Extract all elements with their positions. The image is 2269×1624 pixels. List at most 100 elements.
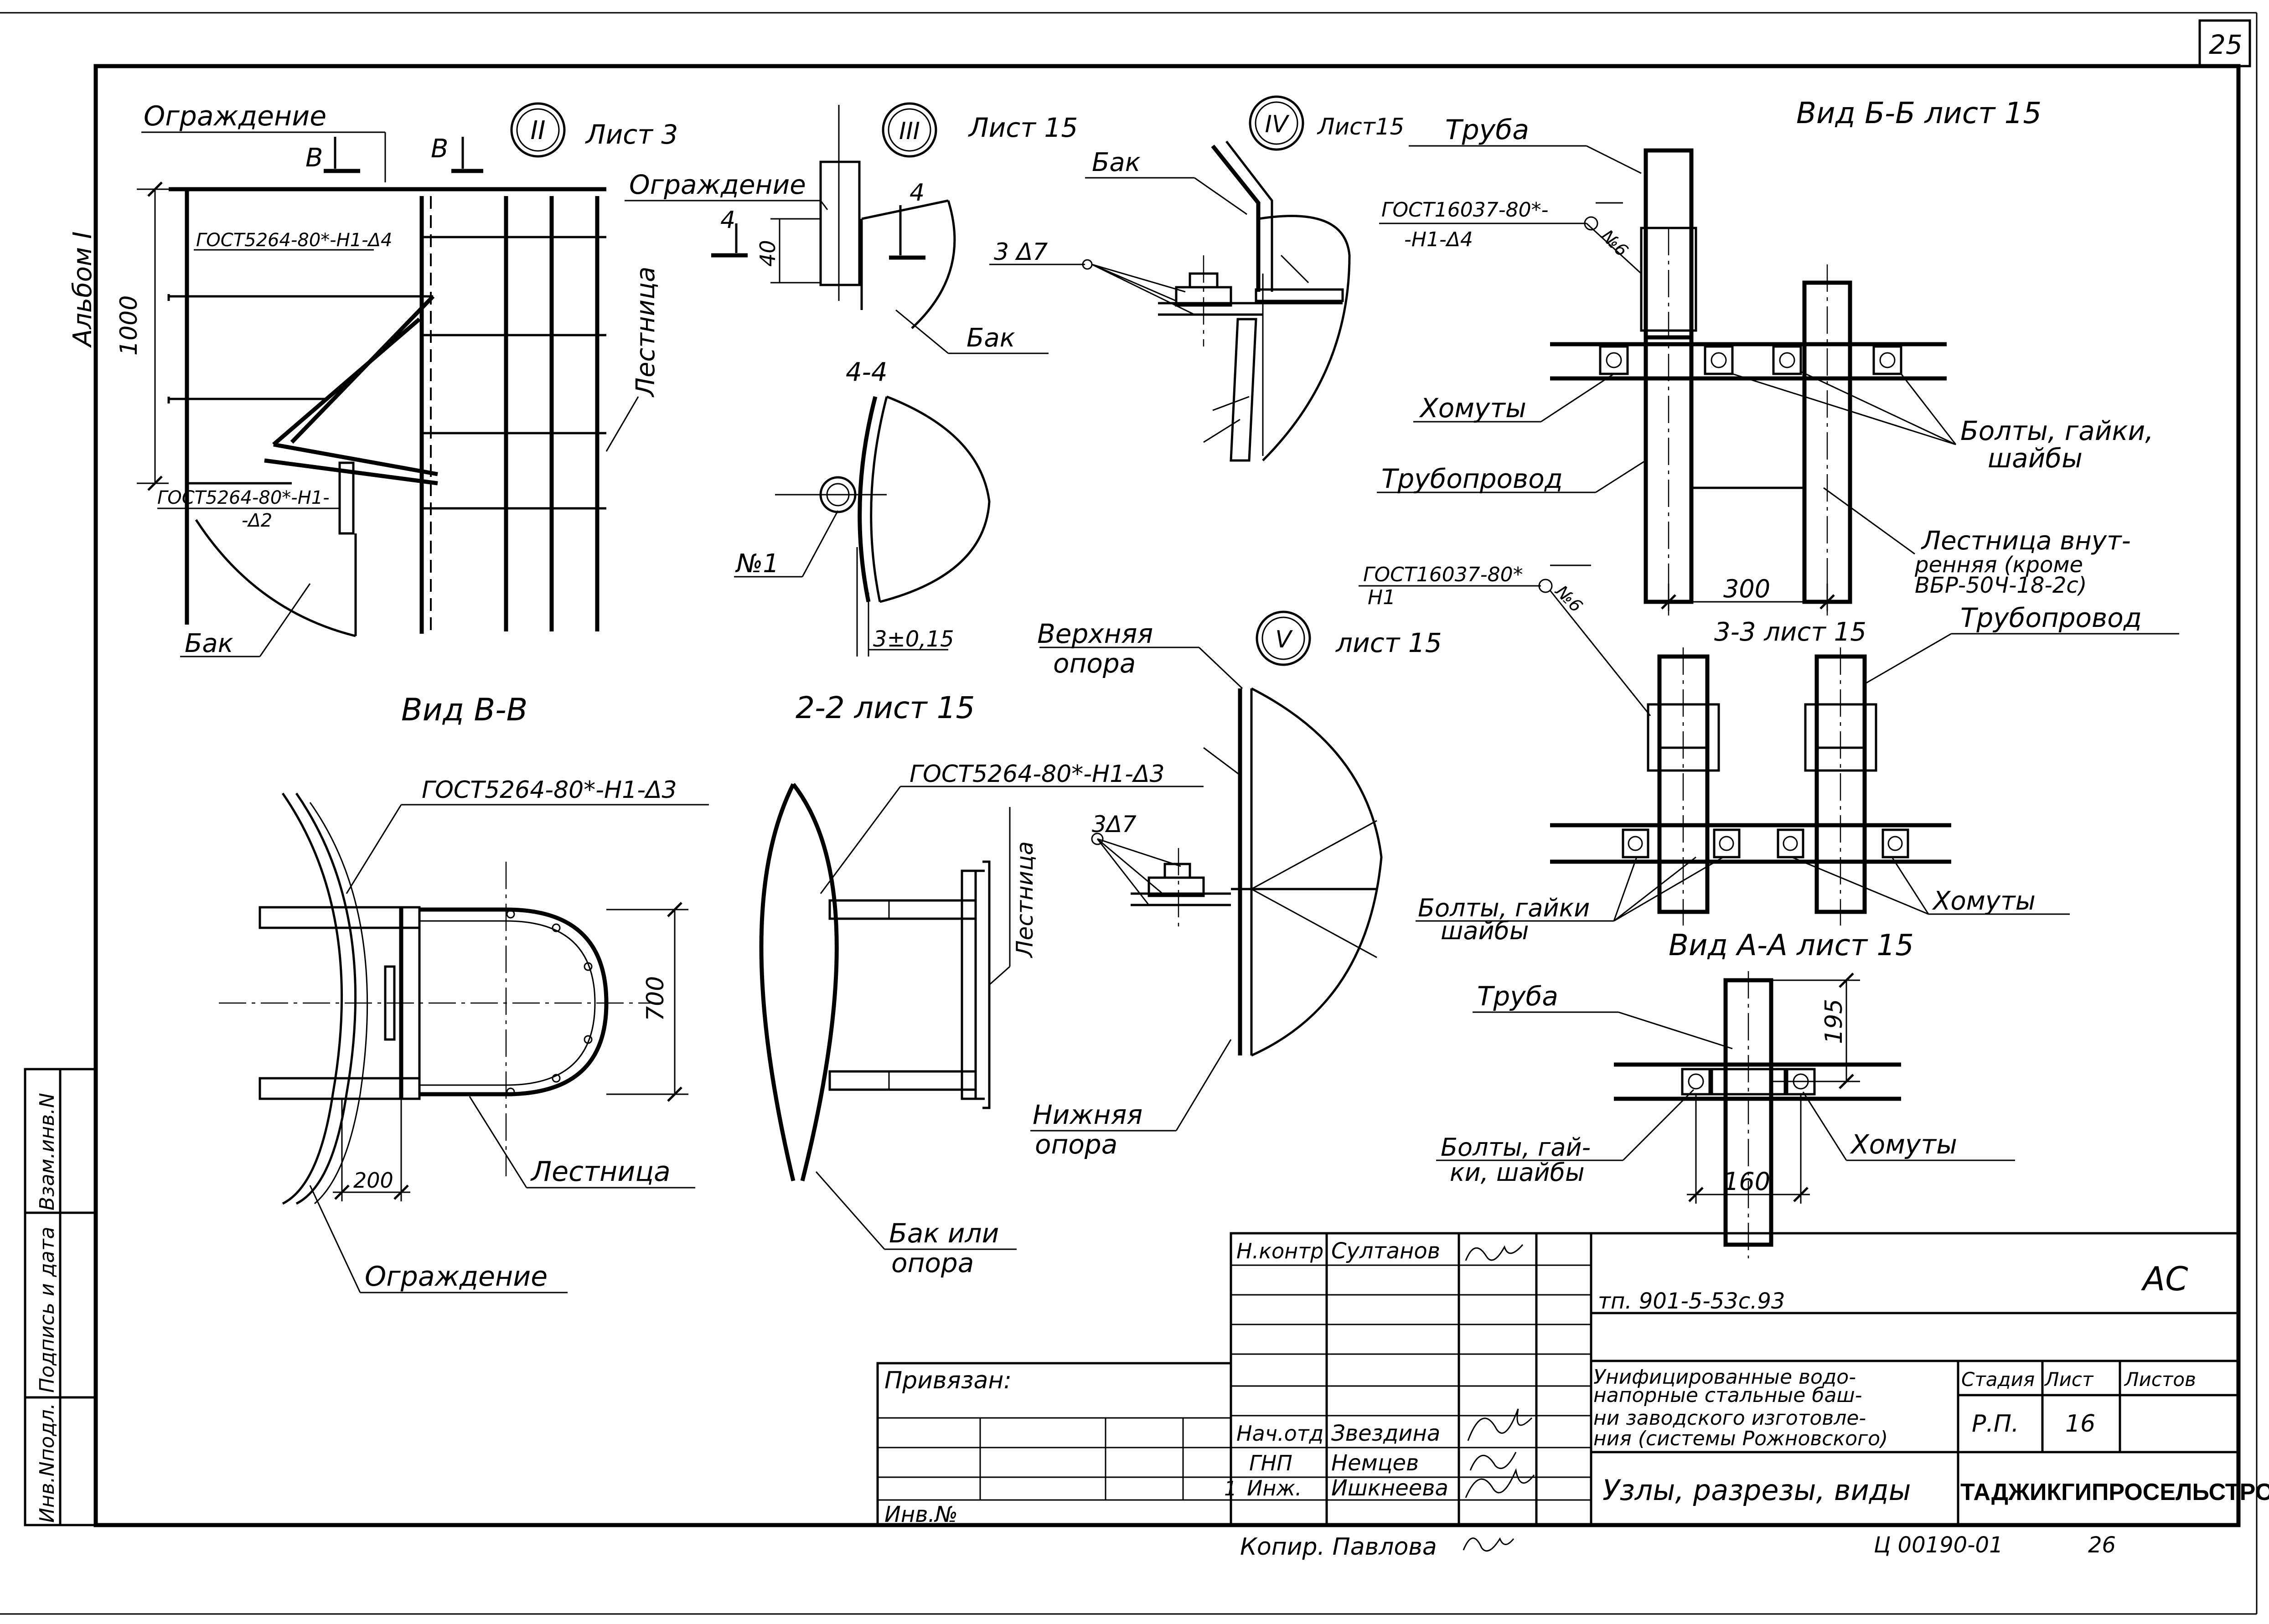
view-bb-dim-300: 300 — [1723, 574, 1770, 603]
section-mark-4-left: 4 — [720, 207, 735, 234]
view-vv-label-ograzhdenie: Ограждение — [365, 1261, 548, 1293]
tb-project-title-3: ни заводского изготовле- — [1593, 1407, 1866, 1430]
node-iv-label-bak: Бак — [1092, 148, 1141, 177]
view-bb-gost-1b: -Н1-Δ4 — [1404, 228, 1473, 251]
view-bb-label-lestnica-2: ренняя (кроме — [1914, 552, 2083, 578]
stamp-inv-podl: Инв.Nподл. — [36, 1403, 59, 1523]
tb-name-ishkneeva: Ишкнеева — [1331, 1475, 1448, 1501]
album-label: Альбом I — [68, 232, 98, 348]
view-bb-gost-1a: ГОСТ16037-80*- — [1381, 198, 1548, 222]
tb-privyazan: Привязан: — [884, 1367, 1012, 1394]
view-bb-drawing: Вид Б-Б лист 15 Труба ГОСТ16037-80*- -Н1… — [1359, 97, 2154, 716]
inner-border — [93, 64, 2241, 1527]
page-number-box — [2198, 19, 2251, 67]
page-number: 25 — [2209, 29, 2243, 60]
tb-inv-no: Инв.№ — [884, 1502, 958, 1527]
title-view-bb: Вид Б-Б лист 15 — [1796, 97, 2042, 130]
view-22-gost: ГОСТ5264-80*-Н1-Δ3 — [910, 760, 1165, 788]
view-bb-gost-2b: Н1 — [1368, 586, 1396, 609]
node-v-callout-circle — [1256, 610, 1311, 666]
dim-gap-3: 3±0,15 — [873, 626, 954, 652]
view-bb-label-shayby: шайбы — [1988, 443, 2083, 474]
node-iii-callout-circle — [882, 102, 937, 158]
signature-sultanov — [1465, 1244, 1524, 1261]
signature-pavlova — [1463, 1537, 1514, 1552]
title-view-33: 3-3 лист 15 — [1714, 617, 1866, 647]
view-aa-dim-160: 160 — [1723, 1167, 1770, 1196]
node-iv-numeral: IV — [1265, 111, 1290, 138]
view-bb-label-truba: Труба — [1445, 114, 1529, 146]
signature-nemcev — [1469, 1452, 1517, 1471]
title-block: Привязан: Инв.№ тп. 901-5-53с.93 АС Униф… — [876, 1232, 2269, 1527]
view-33-label-bolty: Болты, гайки — [1418, 894, 1590, 922]
view-vv-label-lestnica: Лестница — [530, 1156, 671, 1188]
stamp-vzam-inv: Взам.инв.N — [36, 1093, 59, 1210]
section-mark-v-left: В — [305, 143, 323, 173]
node-iv-sheet-ref: Лист15 — [1317, 114, 1404, 140]
stamp-podpis-data: Подпись и дата — [36, 1227, 59, 1393]
view-aa-drawing: Вид А-А лист 15 Труба 195 160 Болты, гай… — [1436, 929, 2015, 1258]
view-bb-label-truboprovod: Трубопровод — [1381, 463, 1563, 494]
node-iii-label-ograzhdenie: Ограждение — [629, 169, 806, 200]
node-v-label-opora-bottom: опора — [1035, 1129, 1117, 1160]
view-aa-label-bolty: Болты, гай- — [1441, 1133, 1591, 1162]
tb-sheet-no: 16 — [2065, 1410, 2095, 1438]
view-33-label-truboprovod: Трубопровод — [1960, 602, 2142, 633]
footer-archive-code: Ц 00190-01 — [1874, 1532, 2003, 1558]
section-mark-v-right: В — [431, 134, 448, 164]
view-22-label-lestnica: Лестница — [1012, 841, 1038, 958]
node-iii-dim-40: 40 — [755, 240, 780, 267]
node-ii-numeral: II — [530, 116, 545, 145]
node-iii-drawing: III Лист 15 Ограждение 4 4 40 Бак — [625, 102, 1078, 354]
node-ii-label-bak: Бак — [185, 629, 233, 658]
tb-stage: Р.П. — [1972, 1410, 2019, 1438]
tb-project-code: тп. 901-5-53с.93 — [1598, 1288, 1785, 1314]
node-iii-label-bak: Бак — [967, 323, 1015, 353]
view-vv-plan-drawing: ГОСТ5264-80*-Н1-Δ3 700 200 Лестниц — [219, 776, 709, 1293]
tb-role-gnp: ГНП — [1249, 1451, 1292, 1475]
tb-name-zvezdina: Звездина — [1331, 1421, 1440, 1446]
node-iii-sheet-ref: Лист 15 — [968, 112, 1078, 143]
tb-sheet-title: Узлы, разрезы, виды — [1602, 1474, 1911, 1507]
tb-role-nachotd: Нач.отд — [1236, 1421, 1323, 1446]
node-v-sheet-ref: лист 15 — [1335, 627, 1442, 658]
tb-role-inzh: Инж. — [1247, 1476, 1302, 1500]
title-view-vv: Вид В-В — [401, 692, 527, 728]
view-bb-label-khomuty: Хомуты — [1419, 393, 1526, 424]
view-vv-gost: ГОСТ5264-80*-Н1-Δ3 — [422, 776, 677, 804]
view-33-label-khomuty: Хомуты — [1932, 886, 2036, 916]
tb-project-title-2: напорные стальные баш- — [1593, 1384, 1862, 1407]
view-22-drawing: ГОСТ5264-80*-Н1-Δ3 Лестница Бак или опор… — [759, 760, 1204, 1278]
section-4-4-title: 4-4 — [846, 357, 887, 387]
weld-tag-n1: №1 — [735, 549, 779, 579]
title-section-2-2: 2-2 лист 15 — [796, 690, 975, 725]
view-vv-dim-200: 200 — [353, 1168, 393, 1193]
node-ii-label-lestnica: Лестница — [631, 267, 661, 398]
footer-archive-sheet: 26 — [2088, 1532, 2116, 1558]
view-bb-label-lestnica-3: ВБР-50Ч-18-2с) — [1915, 573, 2087, 598]
title-view-aa: Вид А-А лист 15 — [1669, 929, 1914, 962]
tb-col-stage: Стадия — [1961, 1368, 2035, 1391]
node-ii-weld-gost-1: ГОСТ5264-80*-Н1-Δ4 — [196, 230, 392, 251]
node-ii-drawing: II Лист 3 Ограждение В В — [115, 100, 678, 658]
tb-role-nkontr: Н.контр — [1236, 1239, 1323, 1263]
footer-copied-by: Копир. Павлова — [1240, 1533, 1437, 1561]
tb-name-nemcev: Немцев — [1331, 1450, 1419, 1476]
tb-doc-mark: АС — [2141, 1260, 2188, 1298]
view-vv-dim-700: 700 — [642, 976, 669, 1021]
node-ii-label-ograzhdenie: Ограждение — [144, 100, 326, 132]
view-aa-label-truba: Труба — [1477, 981, 1558, 1012]
node-iv-callout-circle — [1249, 95, 1304, 151]
node-iii-numeral: III — [899, 118, 920, 145]
view-22-label-bak: Бак или — [889, 1218, 999, 1249]
tb-project-title-4: ния (системы Рожновского) — [1593, 1427, 1888, 1450]
tb-col-sheet: Лист — [2044, 1368, 2094, 1391]
view-bb-label-bolty: Болты, гайки, — [1960, 415, 2154, 446]
left-margin-stamp: Взам.инв.N Подпись и дата Инв.Nподл. — [24, 1068, 97, 1526]
node-v-label-verkhnyaya: Верхняя — [1037, 618, 1153, 649]
tb-col-sheets: Листов — [2124, 1368, 2196, 1391]
tb-project-title-1: Унифицированные водо- — [1593, 1365, 1856, 1389]
node-ii-weld-gost-2b: -Δ2 — [242, 510, 272, 531]
view-aa-dim-195: 195 — [1820, 999, 1848, 1044]
node-ii-callout-circle — [510, 102, 566, 158]
